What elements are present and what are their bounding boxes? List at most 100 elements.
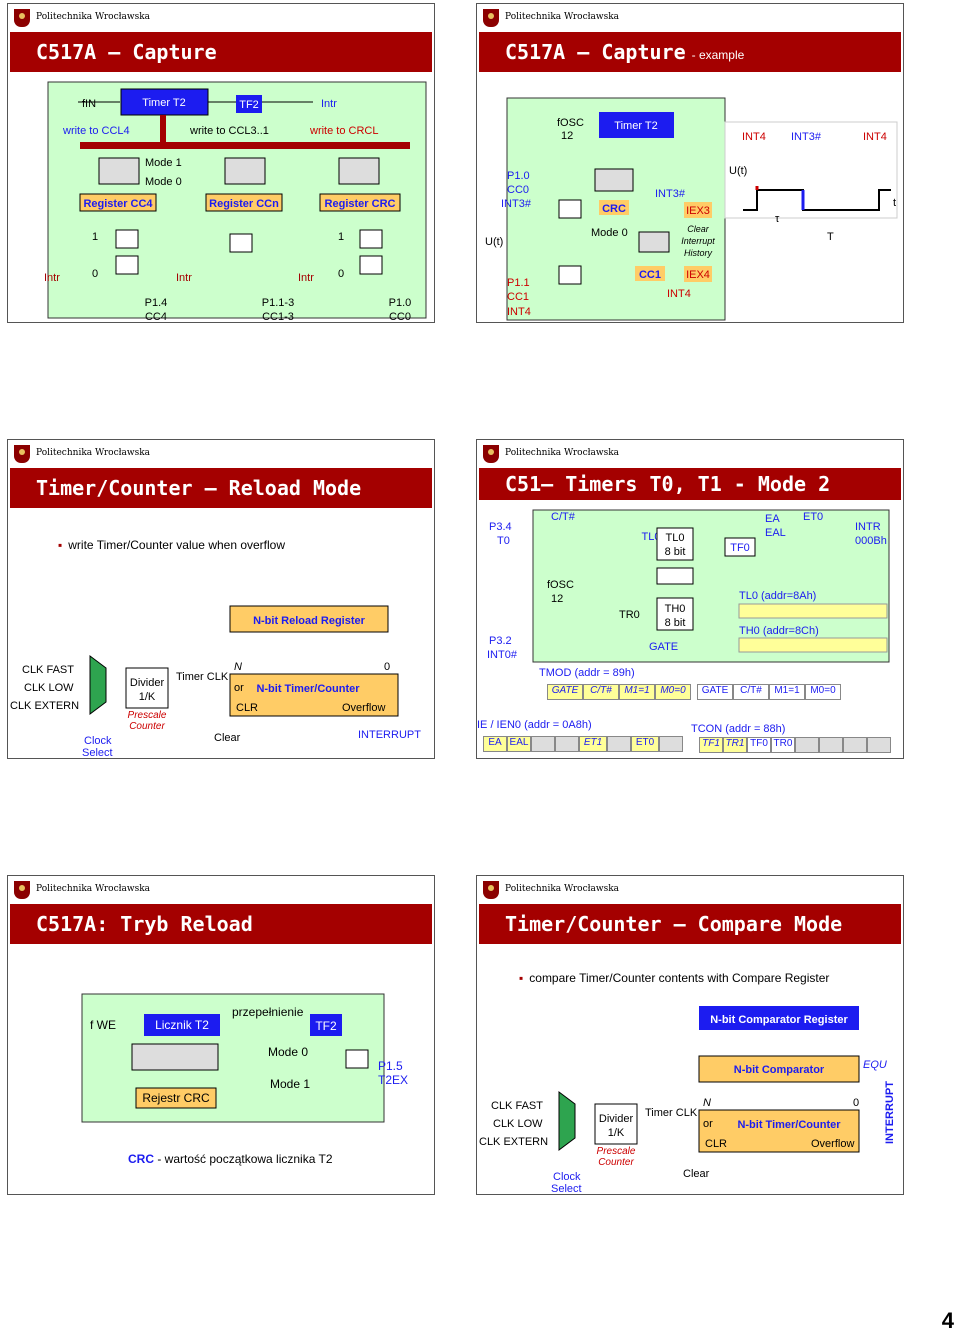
- svg-text:0: 0: [92, 268, 98, 280]
- svg-text:N-bit Timer/Counter: N-bit Timer/Counter: [737, 1119, 841, 1131]
- svg-text:TF0: TF0: [730, 542, 750, 554]
- slide-title-bar: C517A — Capture- example: [479, 32, 901, 72]
- svg-text:Register CRC: Register CRC: [325, 198, 396, 210]
- svg-text:1: 1: [92, 231, 98, 243]
- university-logo: [483, 9, 499, 27]
- svg-text:P1.0: P1.0: [389, 297, 412, 309]
- slide-bullet: write Timer/Counter value when overflow: [58, 538, 285, 552]
- slide-subtitle: - example: [691, 48, 745, 62]
- svg-text:TL0: TL0: [642, 531, 661, 543]
- svg-text:INTR: INTR: [855, 521, 881, 533]
- svg-text:P1.1: P1.1: [507, 277, 530, 289]
- svg-text:Timer T2: Timer T2: [614, 120, 657, 132]
- svg-text:Intr: Intr: [176, 272, 192, 284]
- svg-text:IEX4: IEX4: [686, 269, 710, 281]
- svg-text:Prescale: Prescale: [128, 710, 167, 721]
- svg-text:U(t): U(t): [729, 165, 747, 177]
- svg-text:INT4: INT4: [863, 131, 887, 143]
- svg-text:T2EX: T2EX: [378, 1073, 408, 1087]
- slide-capture: Politechnika Wrocławska C517A — Capture …: [7, 3, 435, 323]
- svg-text:fOSC: fOSC: [557, 117, 584, 129]
- svg-text:CLR: CLR: [236, 702, 258, 714]
- svg-text:EQU: EQU: [863, 1059, 887, 1071]
- svg-text:Intr: Intr: [44, 272, 60, 284]
- ie-register: EA EAL ET1 ET0: [483, 736, 683, 752]
- svg-text:CC1-3: CC1-3: [262, 311, 294, 322]
- timers-mode2-diagram: P3.4 T0 C/T# TL0 TL0 8 bit TF0 EA EAL ET…: [477, 509, 890, 735]
- svg-text:Licznik T2: Licznik T2: [155, 1018, 209, 1032]
- svg-text:TR0: TR0: [619, 609, 640, 621]
- svg-text:TH0: TH0: [665, 603, 686, 615]
- slide-title: Timer/Counter — Reload Mode: [36, 476, 362, 500]
- svg-text:TH0 (addr=8Ch): TH0 (addr=8Ch): [739, 625, 819, 637]
- university-name: Politechnika Wrocławska: [36, 448, 151, 458]
- university-name: Politechnika Wrocławska: [36, 12, 151, 22]
- register-bit: ET1: [579, 736, 607, 752]
- register-bit: [867, 737, 891, 753]
- register-bit: TF0: [747, 737, 771, 753]
- university-name: Politechnika Wrocławska: [505, 448, 620, 458]
- svg-text:przepełnienie: przepełnienie: [232, 1005, 304, 1019]
- svg-text:Overflow: Overflow: [342, 702, 385, 714]
- university-name: Politechnika Wrocławska: [36, 884, 151, 894]
- slide-title: Timer/Counter — Compare Mode: [505, 912, 843, 936]
- svg-text:Select: Select: [551, 1183, 582, 1194]
- svg-text:P3.2: P3.2: [489, 635, 512, 647]
- svg-text:Clock: Clock: [553, 1171, 581, 1183]
- svg-text:P1.1-3: P1.1-3: [262, 297, 294, 309]
- svg-text:INT4: INT4: [667, 288, 691, 300]
- svg-text:TL0: TL0: [666, 532, 685, 544]
- slide-bullet: compare Timer/Counter contents with Comp…: [519, 971, 829, 985]
- svg-text:INTERRUPT: INTERRUPT: [884, 1081, 896, 1144]
- svg-text:Counter: Counter: [598, 1157, 634, 1168]
- svg-text:Timer T2: Timer T2: [142, 97, 185, 109]
- register-bit: [795, 737, 819, 753]
- svg-text:12: 12: [551, 593, 563, 605]
- svg-text:INT3#: INT3#: [791, 131, 822, 143]
- svg-text:TL0 (addr=8Ah): TL0 (addr=8Ah): [739, 590, 816, 602]
- register-bit: [819, 737, 843, 753]
- svg-text:T0: T0: [497, 535, 510, 547]
- svg-text:T: T: [827, 231, 834, 243]
- svg-text:Divider: Divider: [130, 677, 165, 689]
- svg-text:Timer CLK: Timer CLK: [176, 671, 229, 683]
- svg-text:τ: τ: [775, 213, 780, 225]
- svg-text:Register CCn: Register CCn: [209, 198, 279, 210]
- register-bit: C/T#: [733, 684, 769, 700]
- svg-text:Timer CLK: Timer CLK: [645, 1107, 698, 1119]
- university-logo: [14, 445, 30, 463]
- svg-text:Register CC4: Register CC4: [83, 198, 153, 210]
- svg-text:TMOD (addr = 89h): TMOD (addr = 89h): [539, 667, 635, 679]
- svg-text:write to CCL3..1: write to CCL3..1: [189, 125, 269, 137]
- svg-text:EAL: EAL: [765, 527, 786, 539]
- capture-diagram: fIN Timer T2 TF2 Intr write to CCL4 writ…: [44, 81, 427, 322]
- university-logo: [483, 445, 499, 463]
- register-bit: ET0: [631, 736, 659, 752]
- svg-text:000Bh: 000Bh: [855, 535, 887, 547]
- reload-mode-diagram: CLK FAST CLK LOW CLK EXTERN Clock Select…: [10, 605, 421, 758]
- register-bit: [531, 736, 555, 752]
- svg-text:CLK LOW: CLK LOW: [24, 682, 74, 694]
- svg-text:12: 12: [561, 130, 573, 142]
- slide-title-bar: C517A: Tryb Reload: [10, 904, 432, 944]
- slide-title-bar: Timer/Counter — Reload Mode: [10, 468, 432, 508]
- register-bit: M0=0: [655, 684, 691, 700]
- svg-text:INT4: INT4: [507, 306, 531, 318]
- register-bit: [843, 737, 867, 753]
- svg-text:TF2: TF2: [239, 99, 259, 111]
- svg-text:Intr: Intr: [298, 272, 314, 284]
- svg-text:P1.5: P1.5: [378, 1059, 403, 1073]
- svg-text:CC1: CC1: [507, 291, 529, 303]
- svg-text:write to CRCL: write to CRCL: [309, 125, 378, 137]
- slide-reload-mode: Politechnika Wrocławska Timer/Counter — …: [7, 439, 435, 759]
- svg-text:TF2: TF2: [315, 1019, 337, 1033]
- svg-text:N-bit Comparator: N-bit Comparator: [734, 1064, 825, 1076]
- register-bit: GATE: [697, 684, 733, 700]
- slide-title: C517A — Capture: [36, 40, 217, 64]
- tcon-register: TF1 TR1 TF0 TR0: [699, 737, 891, 753]
- register-bit: EAL: [507, 736, 531, 752]
- svg-text:fOSC: fOSC: [547, 579, 574, 591]
- svg-text:P3.4: P3.4: [489, 521, 512, 533]
- register-bit: M1=1: [769, 684, 805, 700]
- svg-text:INT3#: INT3#: [655, 188, 686, 200]
